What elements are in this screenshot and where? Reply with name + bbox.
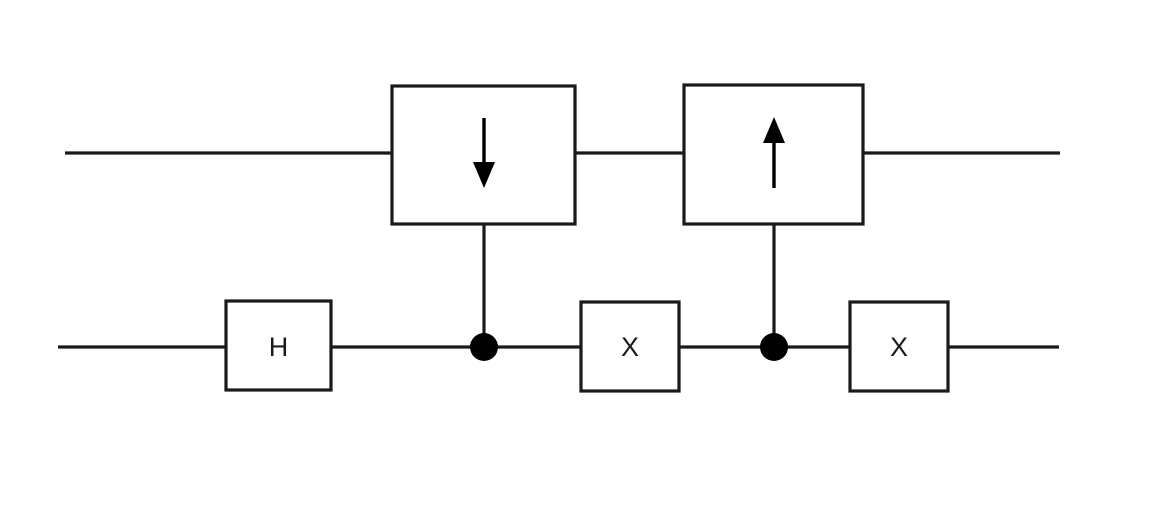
gate-hadamard-box[interactable]	[224, 299, 333, 392]
control-dot-1[interactable]	[470, 333, 498, 361]
gate-pauli-x-1-label: X	[621, 332, 639, 362]
gate-pauli-x-2-label: X	[890, 332, 908, 362]
gate-up-arrow[interactable]	[682, 83, 865, 226]
gate-pauli-x-2[interactable]: X	[848, 300, 950, 393]
gate-down-arrow-box[interactable]	[390, 84, 577, 226]
gate-down-arrow[interactable]	[390, 84, 577, 226]
gate-pauli-x-1-box[interactable]	[579, 300, 681, 393]
gate-hadamard[interactable]: H	[224, 299, 333, 392]
down-arrow-icon	[473, 118, 495, 188]
control-dot-2[interactable]	[760, 333, 788, 361]
gate-hadamard-label: H	[269, 332, 289, 362]
gate-pauli-x-2-box[interactable]	[848, 300, 950, 393]
gate-pauli-x-1[interactable]: X	[579, 300, 681, 393]
up-arrow-icon	[763, 117, 785, 188]
